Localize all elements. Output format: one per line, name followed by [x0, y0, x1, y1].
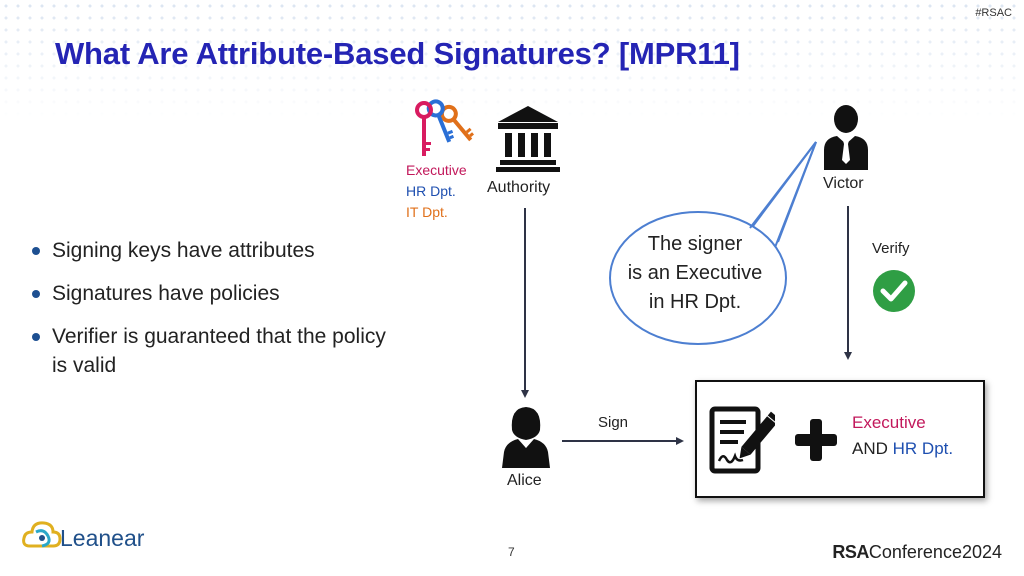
attribute-hr-dpt: HR Dpt. — [406, 183, 456, 199]
bullet-dot — [32, 333, 40, 341]
speech-text: The signer is an Executive in HR Dpt. — [627, 233, 763, 313]
sign-label: Sign — [598, 414, 629, 431]
keys-icon — [415, 99, 475, 156]
bullet-item: Verifier is guaranteed that the policy i… — [30, 322, 390, 380]
slide-title: What Are Attribute-Based Signatures? [MP… — [55, 36, 740, 71]
attribute-executive: Executive — [406, 162, 467, 178]
bullet-dot — [32, 290, 40, 298]
bullet-list: Signing keys have attributes Signatures … — [30, 236, 390, 394]
person-icon-victor — [824, 105, 868, 170]
bank-icon — [496, 106, 560, 172]
attribute-list: Executive HR Dpt. IT Dpt. — [406, 160, 467, 223]
bullet-item: Signing keys have attributes — [30, 236, 390, 265]
bullet-dot — [32, 247, 40, 255]
plus-icon — [795, 419, 837, 461]
leanear-logo-text: Leanear — [60, 525, 145, 551]
victor-label: Victor — [823, 175, 864, 192]
policy-attr-executive: Executive — [852, 413, 926, 432]
check-icon — [873, 270, 915, 312]
policy-text: Executive AND HR Dpt. — [852, 410, 953, 462]
attribute-it-dpt: IT Dpt. — [406, 204, 448, 220]
person-icon-alice — [502, 407, 550, 468]
authority-label: Authority — [487, 179, 551, 196]
rsa-conference-logo: RSAConference2024 — [832, 542, 1002, 562]
policy-connector: AND — [852, 439, 888, 458]
bullet-item: Signatures have policies — [30, 279, 390, 308]
dotted-background — [0, 0, 1024, 120]
verify-label: Verify — [872, 240, 910, 257]
speech-bubble — [609, 141, 817, 345]
signature-result-box — [695, 380, 985, 498]
policy-attr-hr: HR Dpt. — [892, 439, 954, 458]
document-signature-icon — [709, 406, 775, 474]
alice-label: Alice — [507, 472, 542, 489]
hashtag: #RSAC — [975, 7, 1012, 19]
leanear-logo-icon — [22, 521, 62, 548]
page-number: 7 — [508, 545, 515, 559]
